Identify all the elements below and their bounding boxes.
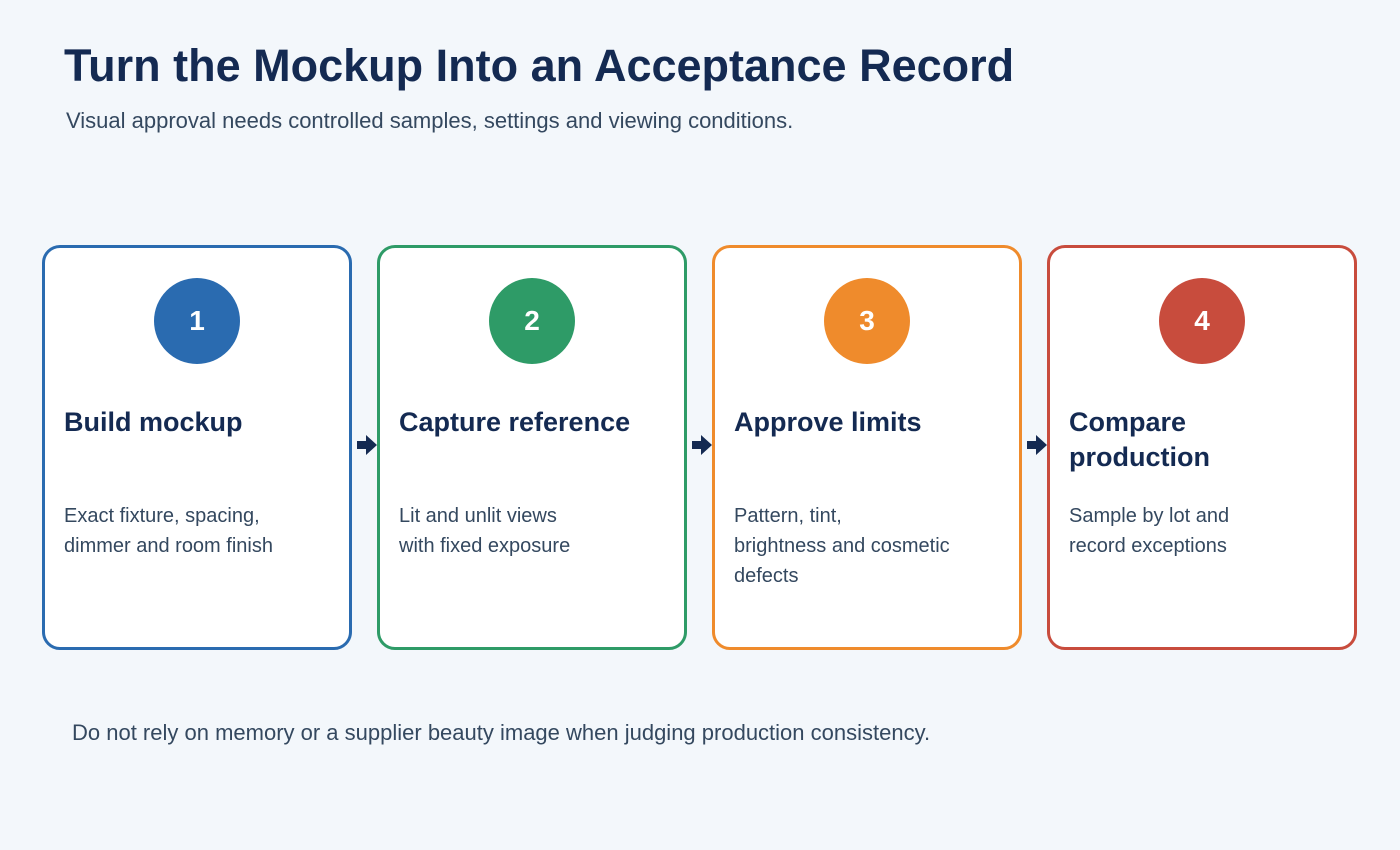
step-number-badge: 3 <box>824 278 910 364</box>
step-description-line: Lit and unlit views <box>399 505 557 527</box>
arrow-right-icon <box>692 435 712 455</box>
arrow-right-icon <box>1027 435 1047 455</box>
step-description: Exact fixture, spacing, dimmer and room … <box>64 501 334 561</box>
step-card-compare-production: 4 Compare production Sample by lot and r… <box>1047 245 1357 650</box>
page-subtitle: Visual approval needs controlled samples… <box>66 108 794 133</box>
step-description: Sample by lot and record exceptions <box>1069 501 1339 561</box>
step-description: Lit and unlit views with fixed exposure <box>399 501 669 561</box>
step-description-line: with fixed exposure <box>399 535 571 557</box>
step-title: Compare production <box>1069 407 1210 472</box>
step-description-line: Sample by lot and <box>1069 505 1230 527</box>
step-number-badge: 4 <box>1159 278 1245 364</box>
step-card-approve-limits: 3 Approve limits Pattern, tint, brightne… <box>712 245 1022 650</box>
step-card-build-mockup: 1 Build mockup Exact fixture, spacing, d… <box>42 245 352 650</box>
step-description-line: defects <box>734 565 799 587</box>
step-description: Pattern, tint, brightness and cosmetic d… <box>734 501 1004 591</box>
arrow-right-icon <box>357 435 377 455</box>
step-description-line: brightness and cosmetic <box>734 535 950 557</box>
step-number-badge: 2 <box>489 278 575 364</box>
step-title: Capture reference <box>399 407 631 437</box>
step-description-line: dimmer and room finish <box>64 535 273 557</box>
footer-note: Do not rely on memory or a supplier beau… <box>72 720 931 745</box>
step-description-line: Pattern, tint, <box>734 505 842 527</box>
step-description-line: Exact fixture, spacing, <box>64 505 260 527</box>
step-number-badge: 1 <box>154 278 240 364</box>
step-title: Build mockup <box>64 407 243 437</box>
page-title: Turn the Mockup Into an Acceptance Recor… <box>64 40 1015 91</box>
step-card-capture-reference: 2 Capture reference Lit and unlit views … <box>377 245 687 650</box>
step-description-line: record exceptions <box>1069 535 1227 557</box>
step-title: Approve limits <box>734 407 922 437</box>
